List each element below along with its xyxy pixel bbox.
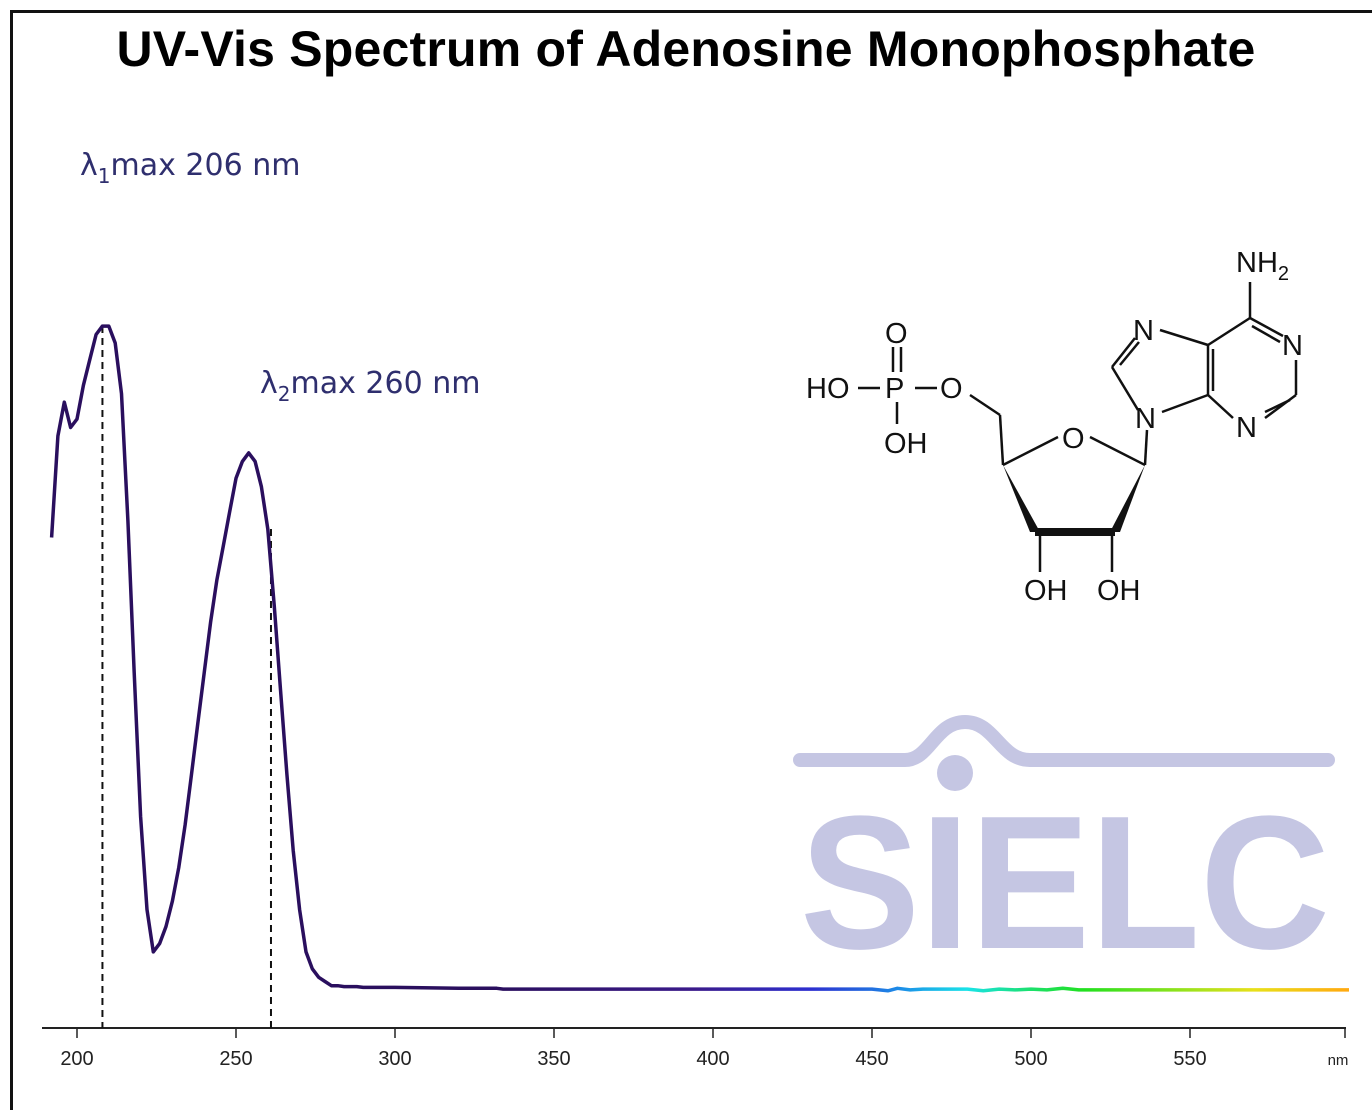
n9-label: N xyxy=(1135,403,1156,435)
chart-title: UV-Vis Spectrum of Adenosine Monophospha… xyxy=(116,21,1256,77)
molecule-labels: NH2 N N N N O O O P HO OH OH OH xyxy=(806,247,1303,607)
x-tick-label: 300 xyxy=(378,1048,411,1070)
x-tick-label: 400 xyxy=(696,1048,729,1070)
ring-oxygen-label: O xyxy=(1062,423,1085,455)
oh-2prime-label: OH xyxy=(1097,575,1141,607)
x-tick-label: 500 xyxy=(1014,1048,1047,1070)
peak1-label: λ1max 206 nm xyxy=(80,148,300,188)
n1-label: N xyxy=(1282,330,1303,362)
x-axis-unit: nm xyxy=(1328,1052,1349,1069)
x-axis: 200 250 300 350 400 450 500 550 nm xyxy=(42,1027,1349,1070)
peak2-label: λ2max 260 nm xyxy=(260,366,480,406)
x-tick-label: 200 xyxy=(60,1048,93,1070)
watermark-text: SIELC xyxy=(800,777,1330,989)
chart-frame xyxy=(10,10,1372,1110)
phosphate-oh-label: OH xyxy=(884,428,928,460)
x-tick-label: 450 xyxy=(855,1048,888,1070)
watermark-wave xyxy=(793,714,1335,767)
sielc-watermark: SIELC xyxy=(793,714,1335,989)
n7-label: N xyxy=(1133,315,1154,347)
spectrum-line xyxy=(49,324,1349,993)
n3-label: N xyxy=(1236,412,1257,444)
phosphoryl-oxygen-label: O xyxy=(885,318,908,350)
oh-3prime-label: OH xyxy=(1024,575,1068,607)
x-tick-label: 250 xyxy=(219,1048,252,1070)
phosphorus-label: P xyxy=(885,373,904,405)
x-tick-label: 550 xyxy=(1173,1048,1206,1070)
x-tick-label: 350 xyxy=(537,1048,570,1070)
nh2-label: NH2 xyxy=(1236,247,1289,285)
peak-markers xyxy=(101,326,272,1028)
ho-label: HO xyxy=(806,373,850,405)
watermark-dot xyxy=(937,755,973,791)
ester-oxygen-label: O xyxy=(940,373,963,405)
adenosine-monophosphate-structure xyxy=(858,282,1298,572)
